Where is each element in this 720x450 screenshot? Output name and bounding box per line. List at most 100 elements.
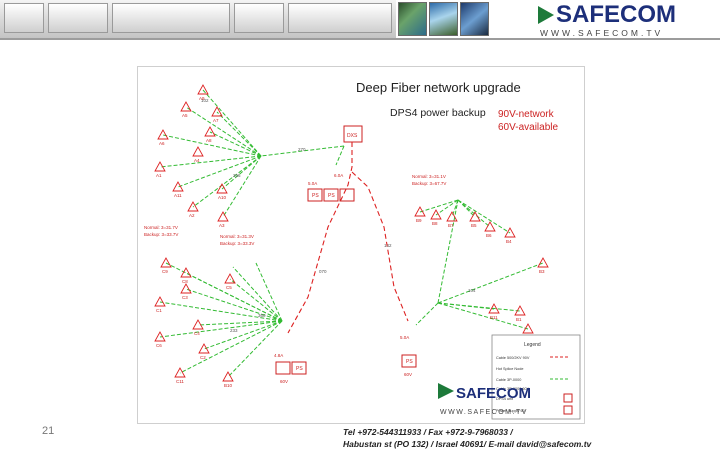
node-triangle <box>469 211 481 222</box>
node-triangle <box>192 319 204 330</box>
ps-label: PS <box>296 366 303 372</box>
node-triangle <box>484 221 496 232</box>
cable-label: 102 <box>201 98 209 103</box>
header-photo <box>398 2 427 36</box>
ps-label: PS <box>328 193 335 199</box>
node-triangle <box>154 161 166 172</box>
node-triangle <box>197 84 209 95</box>
ps-box <box>401 354 417 368</box>
node-label: C2 <box>200 355 206 360</box>
node-label: C9 <box>162 269 168 274</box>
node-triangle <box>430 209 442 220</box>
node-triangle <box>204 126 216 137</box>
node-label: B3 <box>539 269 545 274</box>
header-rule <box>0 38 720 40</box>
node-label: A1 <box>156 173 162 178</box>
node-triangle <box>157 129 169 140</box>
mid-annotation-line2: Backup: 3=33.3V <box>220 241 254 246</box>
ps-box <box>275 361 291 375</box>
header-photo <box>460 2 489 36</box>
header-photo-strip <box>396 0 492 38</box>
node-triangle <box>187 201 199 212</box>
node-triangle <box>488 303 500 314</box>
footer-line-1: Tel +972-544311933 / Fax +972-9-7968033 … <box>343 427 513 437</box>
left-annotation-line1: Normal: 3=31.7V <box>144 225 178 230</box>
brand-name: SAFECOM <box>556 1 676 28</box>
legend-60v: 60V-available <box>498 122 558 133</box>
node-triangle <box>504 227 516 238</box>
slide-logo-name: SAFECOM <box>456 385 531 402</box>
equipment-label: 60V <box>280 379 288 384</box>
node-label: C3 <box>182 295 188 300</box>
node-triangle <box>224 273 236 284</box>
brand-url: WWW.SAFECOM.TV <box>540 28 664 38</box>
node-triangle <box>217 211 229 222</box>
node-label: B7 <box>448 223 454 228</box>
voltage-label: 5.0A <box>400 335 409 340</box>
node-triangle <box>160 257 172 268</box>
legend-row: Cable 500/2KV 90V <box>496 356 530 360</box>
ps-label: PS <box>312 193 319 199</box>
voltage-label: 5.0A <box>308 181 317 186</box>
legend-row: Cable 3P-0000 <box>496 378 521 382</box>
ps-label: PS <box>406 359 413 365</box>
right-annotation-line1: Normal: 3=31.1V <box>412 174 446 179</box>
node-label: A7 <box>213 118 219 123</box>
legend-swatch <box>563 405 573 415</box>
left-annotation-line2: Backup: 3=33.7V <box>144 232 178 237</box>
page-number: 21 <box>42 425 55 437</box>
ps-box <box>307 188 323 202</box>
node-label: B6 <box>486 233 492 238</box>
lower-left-tree-lines <box>159 262 283 378</box>
left-tree-lines <box>159 89 345 218</box>
node-label: A2 <box>189 213 195 218</box>
feeder-90v-lines <box>287 142 409 334</box>
right-annotation-line2: Backup: 3=67.7V <box>412 181 446 186</box>
node-triangle <box>414 206 426 217</box>
cable-label: 142 <box>384 243 392 248</box>
node-label: A9 <box>199 96 205 101</box>
node-label: B5 <box>471 223 477 228</box>
footer-contact: Tel +972-544311933 / Fax +972-9-7968033 … <box>343 426 591 450</box>
header-panel <box>288 3 392 33</box>
node-triangle <box>180 101 192 112</box>
ps-box <box>339 188 355 202</box>
cable-label: 270 <box>298 147 306 152</box>
node-label: A5 <box>182 113 188 118</box>
node-label: B4 <box>506 239 512 244</box>
node-triangle <box>154 331 166 342</box>
node-label: A3 <box>219 223 225 228</box>
legend-swatch <box>563 393 573 403</box>
header-panel <box>234 3 284 33</box>
cable-label: 360 <box>258 313 266 318</box>
node-triangle <box>522 323 534 334</box>
legend-row: Cable 3P-0000 60V <box>496 387 530 391</box>
node-label: C5 <box>226 285 232 290</box>
network-diagram: Deep Fiber network upgrade DPS4 power ba… <box>137 66 585 424</box>
diagram-canvas: Deep Fiber network upgrade DPS4 power ba… <box>144 80 581 420</box>
node-label: C8 <box>182 279 188 284</box>
head-end-label: DXS <box>347 133 358 139</box>
footer-line-2: Habustan st (PO 132) / Israel 40691/ E-m… <box>343 439 592 449</box>
node-triangle <box>216 183 228 194</box>
header-panel <box>4 3 44 33</box>
diagram-subtitle: DPS4 power backup <box>390 107 486 119</box>
slide-logo-arrow-icon <box>438 383 454 399</box>
node-triangle <box>222 371 234 382</box>
node-triangle <box>211 106 223 117</box>
legend-title: Legend <box>524 342 541 348</box>
node-triangle <box>174 367 186 378</box>
legend-row: Hot Splice Node <box>496 367 523 371</box>
brand-logo[interactable]: SAFECOM WWW.SAFECOM.TV <box>538 1 718 38</box>
node-label: A6 <box>159 141 165 146</box>
node-label: C11 <box>176 379 184 384</box>
node-triangle <box>198 343 210 354</box>
legend-row: Power Supply 60 <box>496 409 525 413</box>
node-label: B11 <box>490 315 498 320</box>
legend-90v: 90V-network <box>498 109 555 120</box>
header-bar: SAFECOM WWW.SAFECOM.TV <box>0 0 720 40</box>
brand-arrow-icon <box>538 6 554 24</box>
diagram-title: Deep Fiber network upgrade <box>356 80 521 95</box>
node-triangle <box>180 283 192 294</box>
